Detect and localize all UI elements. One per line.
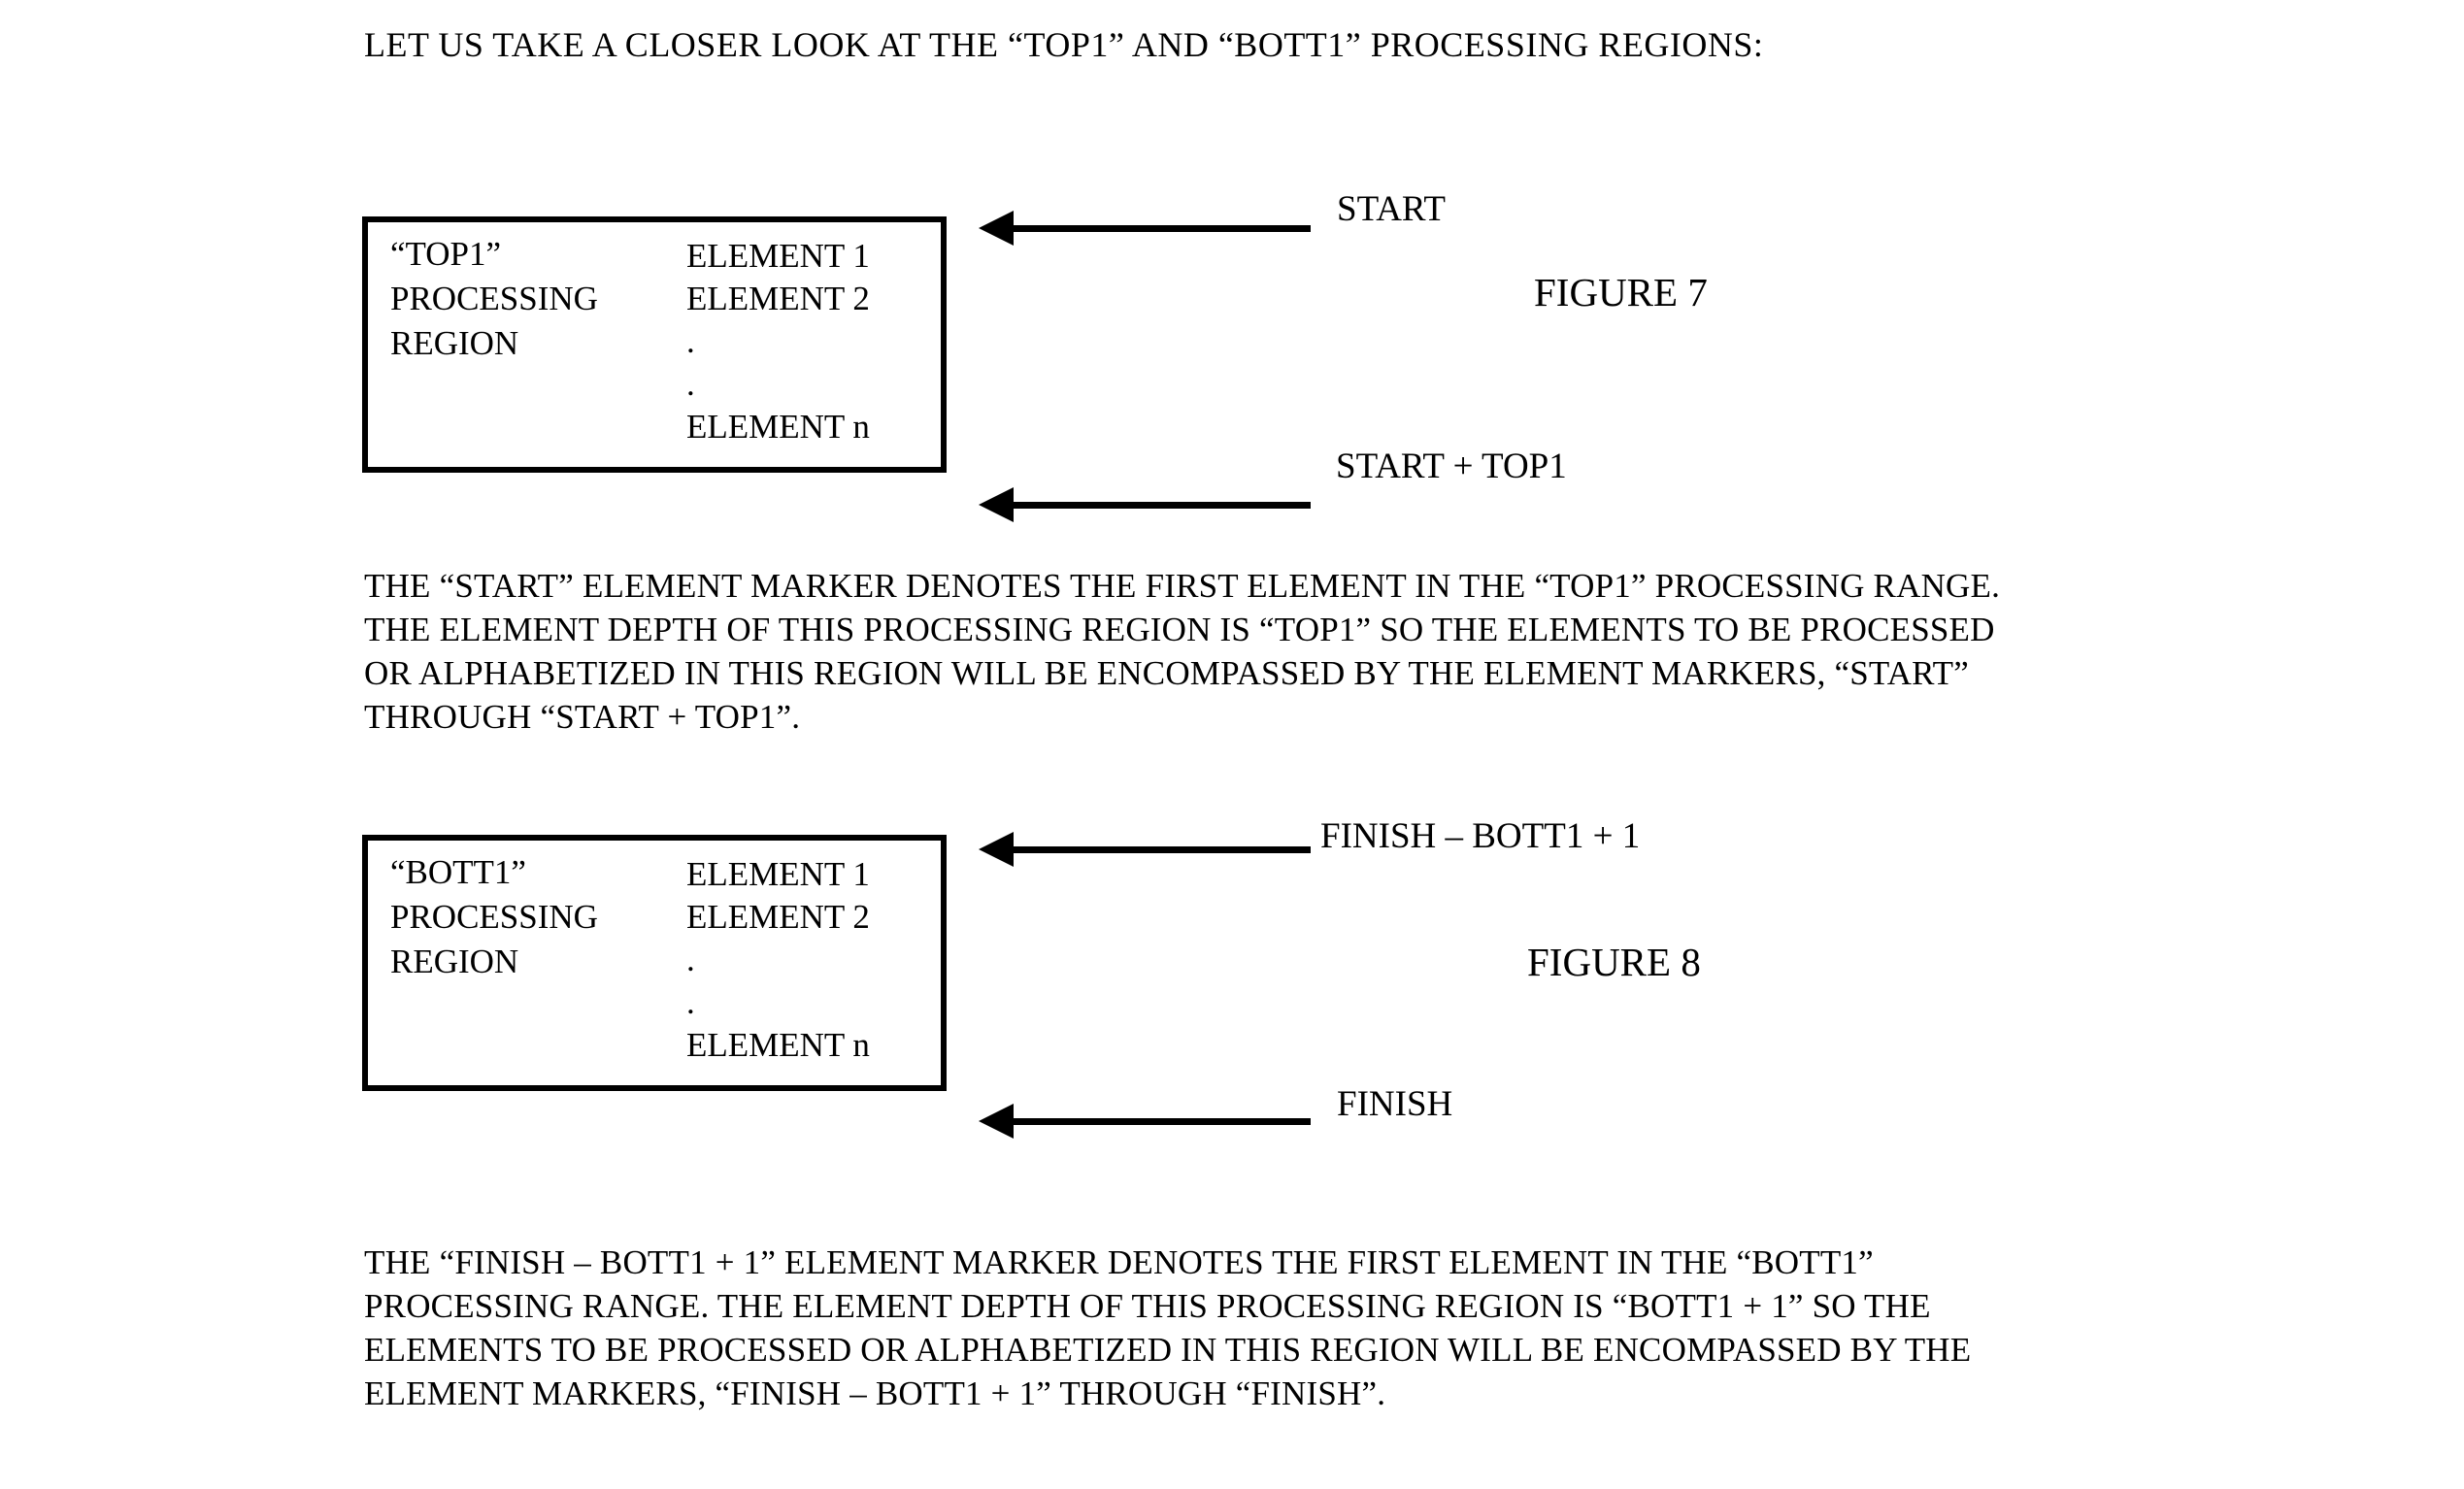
left-arrowhead-icon [979,832,1014,867]
left-arrowhead-icon [979,211,1014,246]
arrow-shaft [1011,502,1311,509]
arrow-shaft [1011,846,1311,853]
page-title: LET US TAKE A CLOSER LOOK AT THE “TOP1” … [364,25,1764,64]
figure-7-description-paragraph: THE “START” ELEMENT MARKER DENOTES THE F… [364,567,2001,736]
bott1-region-label: “BOTT1” PROCESSING REGION [390,853,598,980]
figure-7-caption: FIGURE 7 [1534,270,1708,314]
finish-marker-label: FINISH [1337,1084,1453,1124]
top1-region-label: “TOP1” PROCESSING REGION [390,235,598,362]
arrow-shaft [1011,1118,1311,1125]
finish-minus-bott1-plus-1-marker-label: FINISH – BOTT1 + 1 [1320,816,1641,856]
arrow-shaft [1011,225,1311,232]
finish-minus-bott1-plus-1-arrow [979,832,1311,867]
start-plus-top1-arrow [979,487,1311,522]
bott1-processing-region-box: “BOTT1” PROCESSING REGION ELEMENT 1 ELEM… [362,835,947,1091]
figure-8-description-paragraph: THE “FINISH – BOTT1 + 1” ELEMENT MARKER … [364,1243,1972,1412]
start-marker-label: START [1337,189,1446,229]
figure-8-caption: FIGURE 8 [1527,940,1701,984]
start-plus-top1-marker-label: START + TOP1 [1336,447,1567,486]
top1-region-elements: ELEMENT 1 ELEMENT 2 . . ELEMENT n [686,237,870,446]
left-arrowhead-icon [979,1104,1014,1139]
top1-processing-region-box: “TOP1” PROCESSING REGION ELEMENT 1 ELEME… [362,216,947,473]
finish-arrow [979,1104,1311,1139]
bott1-region-elements: ELEMENT 1 ELEMENT 2 . . ELEMENT n [686,855,870,1064]
start-arrow [979,211,1311,246]
left-arrowhead-icon [979,487,1014,522]
